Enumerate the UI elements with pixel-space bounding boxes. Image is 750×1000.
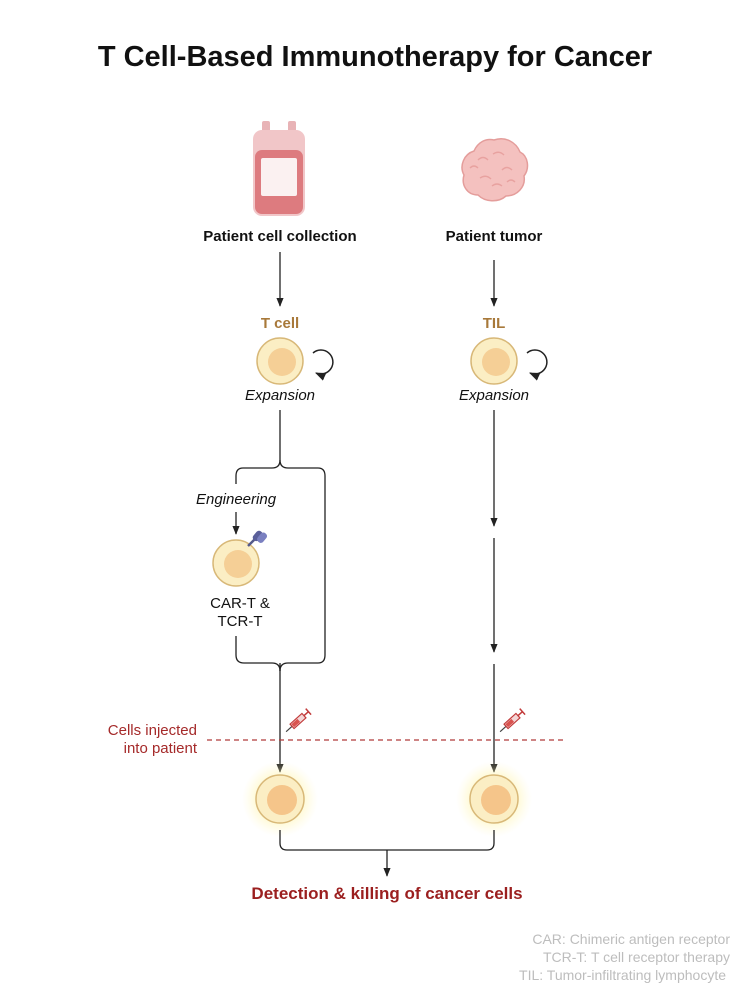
result-label: Detection & killing of cancer cells (251, 884, 522, 903)
receptor-icon (247, 530, 268, 547)
footnote-til: TIL: Tumor-infiltrating lymphocyte (519, 967, 726, 983)
syringe-icon (499, 708, 526, 733)
circular-arrow-icon (526, 349, 548, 381)
tumor-icon (461, 138, 529, 202)
injection-label-line2: into patient (124, 740, 198, 757)
til-cell-icon (470, 337, 518, 385)
expansion-label-left: Expansion (245, 387, 315, 404)
injection-label-line1: Cells injected (108, 722, 197, 739)
til-label: TIL (483, 315, 506, 332)
blood-bag-icon (253, 121, 305, 216)
left-branch-connector (232, 410, 326, 773)
engineering-label: Engineering (196, 491, 277, 508)
patient-tumor-label: Patient tumor (446, 228, 543, 245)
car-t-label-line1: CAR-T & (210, 595, 270, 612)
footnote-tcr-t: TCR-T: T cell receptor therapy (543, 949, 730, 965)
activated-t-cell-left (242, 761, 318, 837)
car-t-cell-icon (212, 539, 260, 587)
footnote-car: CAR: Chimeric antigen receptor (532, 931, 730, 947)
t-cell-label: T cell (261, 315, 299, 332)
page-title: T Cell-Based Immunotherapy for Cancer (98, 41, 652, 73)
expansion-label-right: Expansion (459, 387, 529, 404)
car-t-label-line2: TCR-T (218, 613, 263, 630)
merge-bracket (279, 830, 495, 877)
t-cell-icon (256, 337, 304, 385)
syringe-icon (285, 708, 312, 733)
activated-t-cell-right (456, 761, 532, 837)
patient-cell-collection-label: Patient cell collection (203, 228, 356, 245)
circular-arrow-icon (312, 349, 334, 381)
